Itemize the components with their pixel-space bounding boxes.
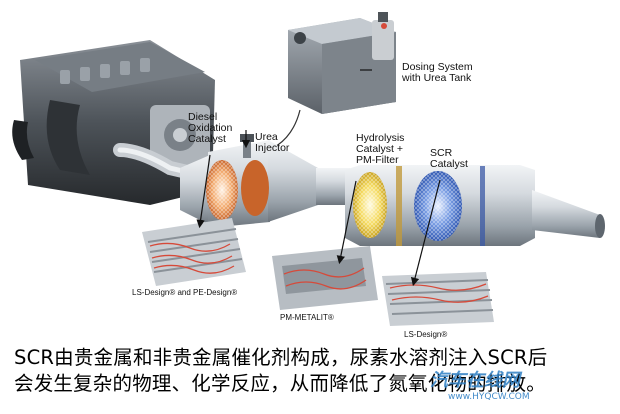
watermark-logo: 汽车在线网 [430,370,520,391]
label-ls-pe-design: LS-Design® and PE-Design® [132,288,238,297]
arrow-scr [410,179,441,287]
arrow-hydrolysis [336,180,357,265]
pm-metalit-substrate-illustration [272,246,378,310]
label-diesel-oxidation-catalyst: Diesel Oxidation Catalyst [188,111,233,145]
watermark-url: www.HYQCW.COM [448,392,530,402]
urea-tank [288,12,396,114]
urea-injector [240,134,254,158]
label-scr-catalyst: SCR Catalyst [430,147,468,170]
label-dosing-system: Dosing System with Urea Tank [402,61,473,84]
arrow-doc [196,154,211,229]
ls-substrate-illustration [382,272,494,326]
leader-arrows [196,69,441,287]
label-ls-design: LS-Design® [404,330,448,339]
caption-line-2: 会发生复杂的物理、化学反应，从而降低了氮氧化物的排放。 [14,372,546,395]
label-hydrolysis-catalyst: Hydrolysis Catalyst + PM-Filter [356,132,405,166]
doc-core [206,160,269,220]
diesel-engine [12,40,215,205]
ls-pe-substrate-illustration [142,218,246,286]
label-urea-injector: Urea Injector [255,131,290,154]
caption-line-1: SCR由贵金属和非贵金属催化剂构成，尿素水溶剂注入SCR后 [14,346,548,369]
scr-core [414,171,462,241]
label-pm-metalit: PM-METALIT® [280,313,334,322]
hydrolysis-core [353,172,387,238]
exhaust-pipe [113,143,207,182]
